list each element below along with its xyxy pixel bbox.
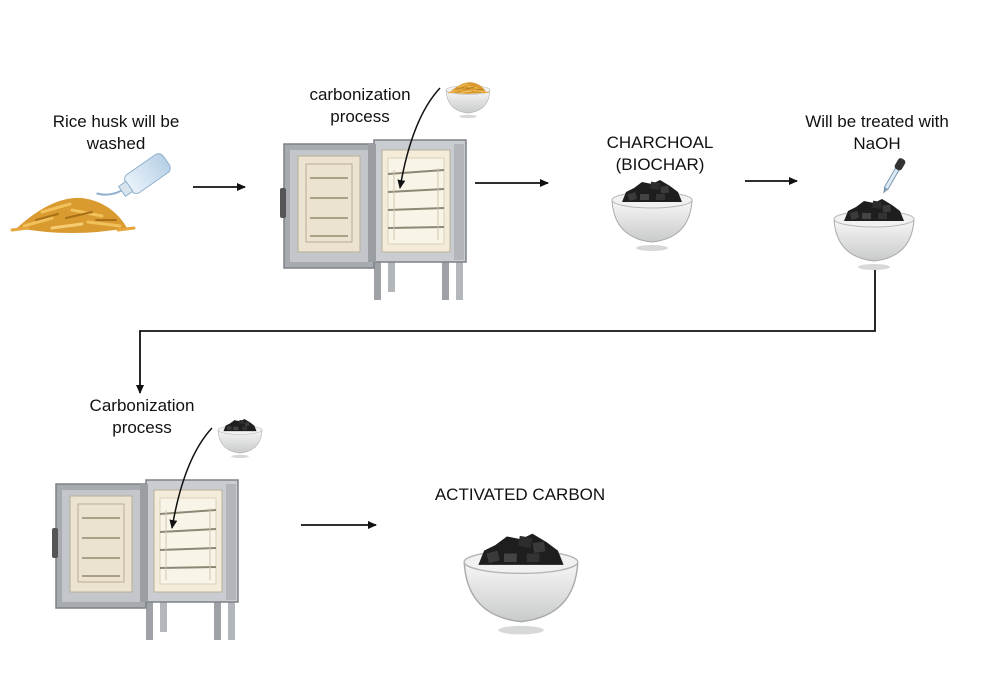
transfer-arrow-1 (397, 87, 441, 189)
wash-bottle-icon (96, 153, 171, 198)
label-charcoal: CHARCHOAL (BIOCHAR) (606, 133, 714, 174)
char-bowl-small-icon (217, 419, 263, 459)
furnace-2-icon (51, 479, 239, 641)
furnace-1-icon (279, 139, 467, 301)
label-activated-carbon: ACTIVATED CARBON (434, 485, 606, 504)
label-rice-husk-washed: Rice husk will be washed (52, 112, 180, 153)
husk-bowl-icon (445, 81, 491, 119)
rice-husk-pile-icon (10, 196, 136, 235)
activated-carbon-bowl-icon (463, 533, 579, 636)
label-carbonization-2: Carbonization process (89, 396, 195, 437)
transfer-arrow-2 (169, 427, 213, 529)
naoh-bowl-icon (833, 199, 915, 271)
dropper-icon (883, 158, 906, 194)
connector-arrow (136, 270, 876, 394)
label-carbonization-1: carbonization process (309, 85, 411, 126)
label-naoh: Will be treated with NaOH (805, 112, 949, 153)
charcoal-bowl-icon (611, 180, 693, 252)
